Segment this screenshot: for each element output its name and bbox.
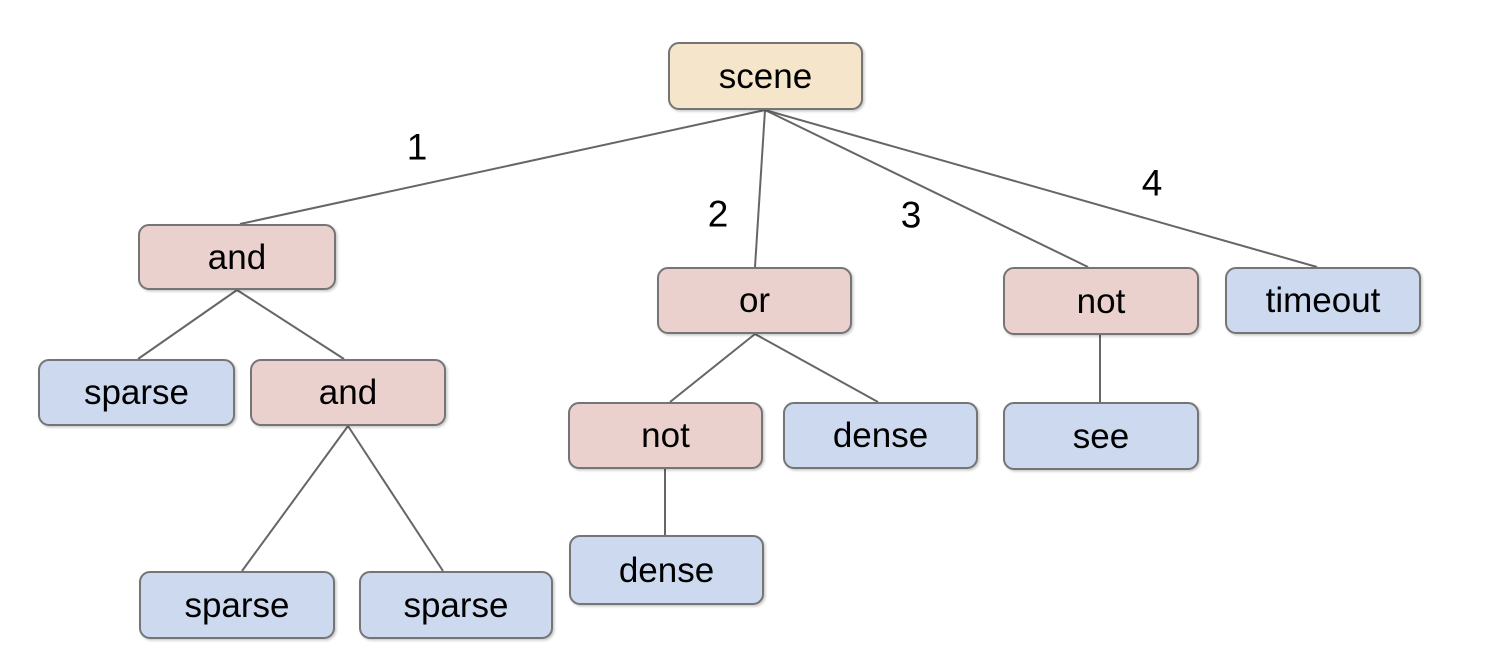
tree-node-not-2: not <box>568 402 763 469</box>
tree-node-timeout-1: timeout <box>1225 267 1421 334</box>
tree-node-see-1: see <box>1003 402 1199 470</box>
tree-node-dense-1: dense <box>783 402 978 469</box>
tree-edge <box>239 109 766 225</box>
tree-edge <box>236 289 345 360</box>
edge-label-4: 4 <box>1141 162 1163 204</box>
tree-edge <box>137 289 238 360</box>
tree-edge <box>669 333 756 403</box>
tree-edge <box>754 109 766 268</box>
tree-edge <box>241 425 349 572</box>
tree-edge <box>764 109 1089 268</box>
edge-label-3: 3 <box>900 194 922 236</box>
tree-node-sparse-3: sparse <box>359 571 553 639</box>
tree-node-scene: scene <box>668 42 863 110</box>
tree-edge <box>764 109 1318 268</box>
tree-node-sparse-2: sparse <box>139 571 335 639</box>
tree-node-dense-2: dense <box>569 535 764 605</box>
tree-node-and-1: and <box>138 224 336 290</box>
tree-node-and-2: and <box>250 359 446 426</box>
tree-edge <box>754 333 879 403</box>
edge-label-2: 2 <box>707 193 729 235</box>
edge-label-1: 1 <box>406 126 428 168</box>
tree-node-not-1: not <box>1003 267 1199 335</box>
tree-edge <box>347 425 444 572</box>
tree-node-or-1: or <box>657 267 852 334</box>
tree-node-sparse-1: sparse <box>38 359 235 426</box>
